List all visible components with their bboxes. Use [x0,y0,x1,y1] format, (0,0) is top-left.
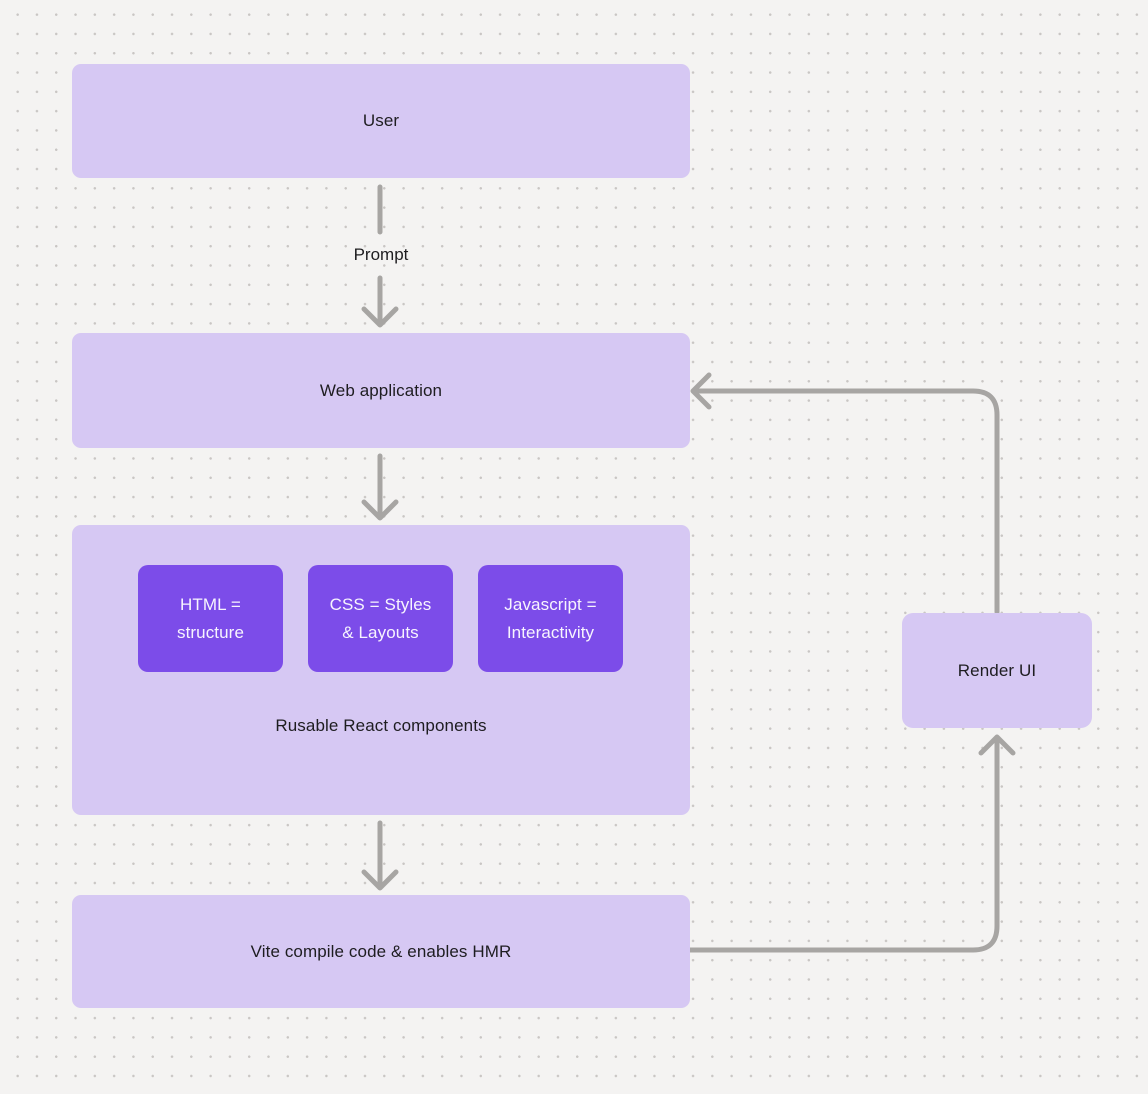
node-render-ui-label: Render UI [957,660,1037,680]
arrowhead-down-vite [361,869,399,891]
line-render-to-webapp [694,388,1000,615]
arrowhead-up-render [978,734,1016,756]
arrowhead-left-webapp [690,372,712,410]
node-javascript[interactable]: Javascript = Interactivity [478,565,623,672]
line-vite-to-render [687,739,1000,953]
arrowhead-down-webapp [361,306,399,328]
node-vite[interactable]: Vite compile code & enables HMR [72,895,690,1008]
node-web-application-label: Web application [319,380,443,400]
node-web-application[interactable]: Web application [72,333,690,448]
node-vite-label: Vite compile code & enables HMR [250,941,512,961]
node-user[interactable]: User [72,64,690,178]
node-css[interactable]: CSS = Styles & Layouts [308,565,453,672]
node-javascript-label: Javascript = Interactivity [504,594,597,642]
node-render-ui[interactable]: Render UI [902,613,1092,728]
node-css-label: CSS = Styles & Layouts [329,594,432,642]
edge-label-prompt: Prompt [353,245,409,264]
arrowhead-down-components [361,499,399,521]
node-components-container[interactable]: HTML = structure CSS = Styles & Layouts … [72,525,690,815]
node-html[interactable]: HTML = structure [138,565,283,672]
node-user-label: User [362,111,400,130]
components-caption: Rusable React components [275,716,487,735]
node-html-label: HTML = structure [176,594,245,642]
